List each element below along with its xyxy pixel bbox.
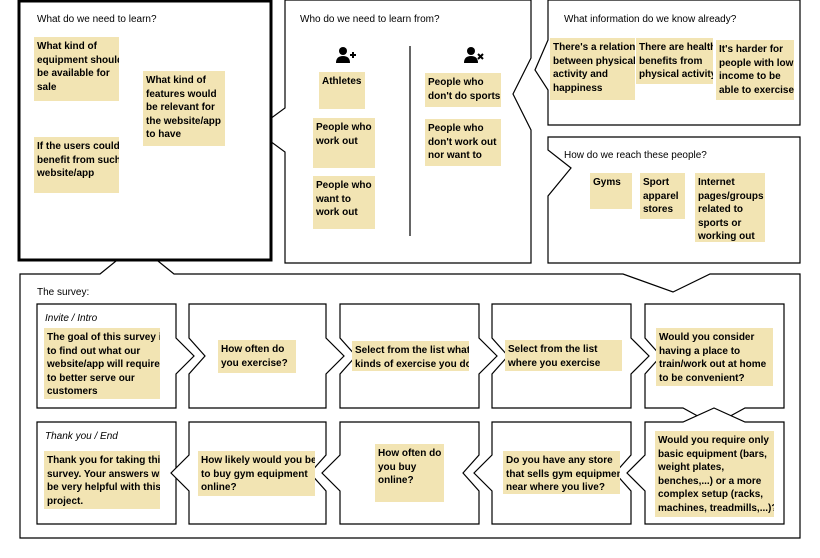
survey-intro-label: Invite / Intro (45, 313, 98, 324)
reach-title: How do we reach these people? (564, 150, 707, 161)
who-title: Who do we need to learn from? (300, 14, 440, 25)
user-plus-icon (336, 47, 356, 63)
know-title: What information do we know already? (564, 14, 737, 25)
survey-end-label: Thank you / End (45, 431, 118, 442)
survey-title: The survey: (37, 287, 90, 298)
user-x-icon (464, 47, 484, 63)
include-note: Athletes (319, 72, 365, 109)
learn-title: What do we need to learn? (37, 14, 157, 25)
reach-note: Gyms (590, 173, 632, 209)
